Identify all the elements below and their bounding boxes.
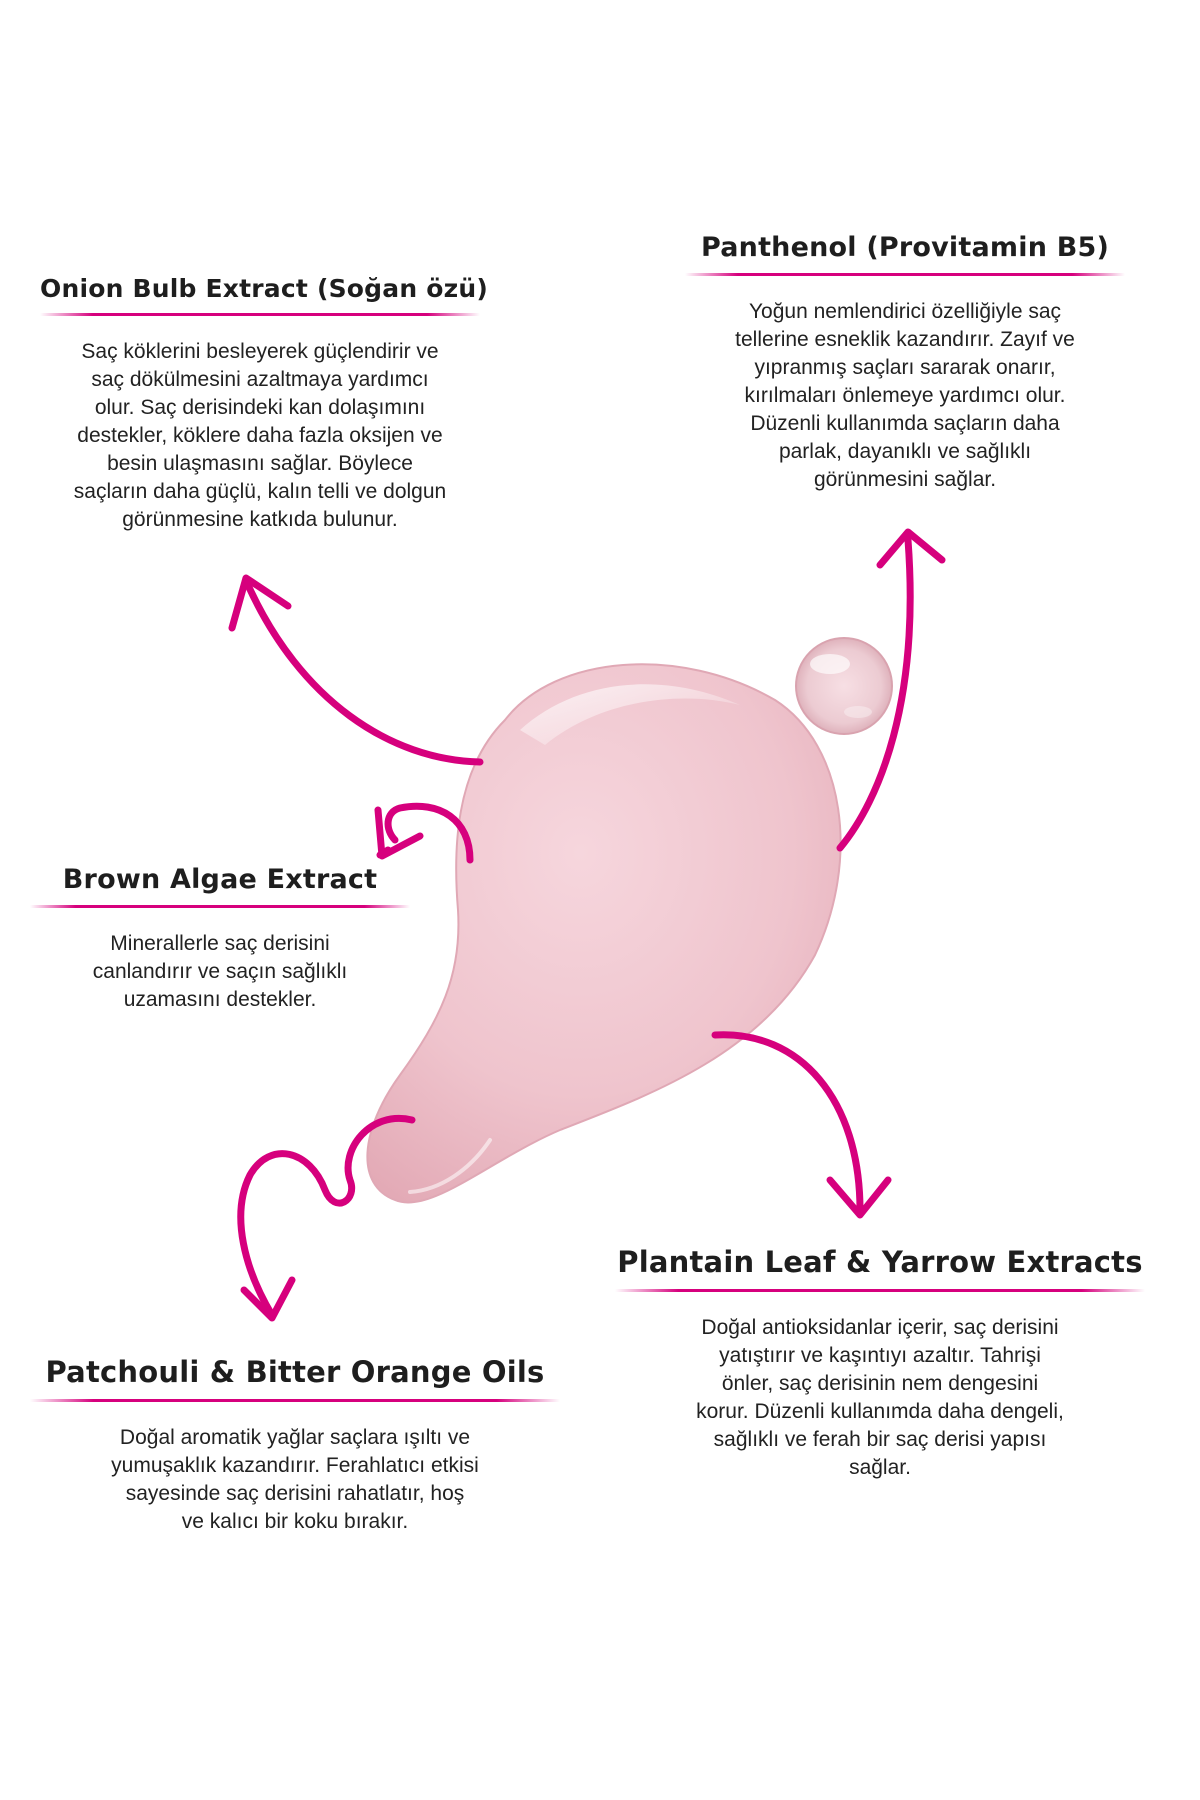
section-algae-divider [30,905,410,908]
arrow-to-patchouli [237,1115,416,1322]
body-line: parlak, dayanıklı ve sağlıklı [778,440,1032,463]
arrow-to-panthenol [836,528,946,852]
body-line: canlandırır ve saçın sağlıklı [92,960,348,983]
section-patchouli-body: Doğal aromatik yağlar saçlara ışıltı ve … [30,1424,560,1536]
section-onion-body: Saç köklerini besleyerek güçlendirir ve … [40,338,480,534]
body-line: Minerallerle saç derisini [110,932,330,955]
section-plantain-title: Plantain Leaf & Yarrow Extracts [617,1245,1143,1279]
body-line: destekler, köklere daha fazla oksijen ve [77,424,443,447]
section-algae-body: Minerallerle saç derisini canlandırır ve… [30,930,410,1014]
serum-drop-small [795,637,893,735]
arrow-to-onion [228,574,484,766]
body-line: ve kalıcı bir koku bırakır. [181,1510,409,1533]
section-patchouli: Patchouli & Bitter Orange Oils Doğal aro… [30,1355,560,1536]
body-line: önler, saç derisinin nem dengesini [721,1372,1039,1395]
section-panthenol-divider [685,273,1125,276]
serum-drop-large [366,663,842,1204]
body-line: uzamasını destekler. [123,988,317,1011]
body-line: yumuşaklık kazandırır. Ferahlatıcı etkis… [111,1454,479,1477]
body-line: olur. Saç derisindeki kan dolaşımını [94,396,426,419]
section-onion-title: Onion Bulb Extract (Soğan özü) [40,274,488,303]
section-plantain-body: Doğal antioksidanlar içerir, saç derisin… [615,1314,1145,1482]
section-plantain-divider [615,1289,1145,1292]
section-algae: Brown Algae Extract Minerallerle saç der… [30,864,410,1014]
body-line: yatıştırır ve kaşıntıyı azaltır. Tahrişi [719,1344,1041,1367]
section-panthenol-title: Panthenol (Provitamin B5) [700,232,1110,263]
section-algae-title: Brown Algae Extract [62,864,378,895]
body-line: görünmesini sağlar. [813,468,997,491]
body-line: Doğal aromatik yağlar saçlara ışıltı ve [119,1426,471,1449]
body-line: saçların daha güçlü, kalın telli ve dolg… [73,480,447,503]
body-line: Saç köklerini besleyerek güçlendirir ve [81,340,439,363]
section-patchouli-title: Patchouli & Bitter Orange Oils [45,1355,545,1389]
body-line: görünmesine katkıda bulunur. [122,508,398,531]
body-line: sağlıklı ve ferah bir saç derisi yapısı [713,1428,1047,1451]
section-panthenol: Panthenol (Provitamin B5) Yoğun nemlendi… [685,232,1125,494]
body-line: besin ulaşmasını sağlar. Böylece [107,452,413,475]
body-line: korur. Düzenli kullanımda daha dengeli, [696,1400,1064,1423]
section-onion: Onion Bulb Extract (Soğan özü) Saç kökle… [40,274,488,534]
body-line: sağlar. [849,1456,911,1479]
body-line: sayesinde saç derisini rahatlatır, hoş [125,1482,465,1505]
body-line: Yoğun nemlendirici özelliğiyle saç [748,300,1062,323]
body-line: Düzenli kullanımda saçların daha [750,412,1060,435]
section-onion-divider [40,313,480,316]
body-line: yıpranmış saçları sararak onarır, [754,356,1056,379]
section-panthenol-body: Yoğun nemlendirici özelliğiyle saç telle… [685,298,1125,494]
section-patchouli-divider [30,1399,560,1402]
body-line: kırılmaları önlemeye yardımcı olur. [744,384,1066,407]
arrow-to-plantain [711,1031,892,1219]
body-line: Doğal antioksidanlar içerir, saç derisin… [701,1316,1059,1339]
body-line: tellerine esneklik kazandırır. Zayıf ve [735,328,1075,351]
section-plantain: Plantain Leaf & Yarrow Extracts Doğal an… [615,1245,1145,1482]
arrow-to-algae [374,802,474,864]
body-line: saç dökülmesini azaltmaya yardımcı [91,368,429,391]
